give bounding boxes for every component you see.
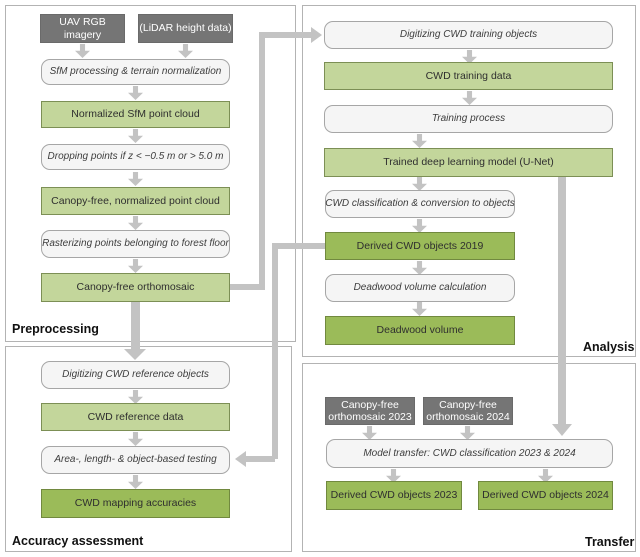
box-label: Training process bbox=[431, 113, 506, 125]
box-label: Trained deep learning model (U-Net) bbox=[383, 156, 554, 169]
box-trained-model: Trained deep learning model (U-Net) bbox=[324, 148, 613, 177]
box-rasterizing-points: Rasterizing points belonging to forest f… bbox=[41, 230, 230, 258]
box-derived-cwd-2024: Derived CWD objects 2024 bbox=[478, 481, 613, 510]
label-analysis: Analysis bbox=[583, 340, 635, 354]
panel-preprocessing bbox=[5, 5, 296, 342]
box-label: Digitizing CWD reference objects bbox=[62, 369, 209, 381]
connector-ortho-to-training bbox=[230, 284, 265, 290]
box-cwd-reference-data: CWD reference data bbox=[41, 403, 230, 431]
box-canopy-free-orthomosaic: Canopy-free orthomosaic bbox=[41, 273, 230, 302]
arrowhead-into-model-transfer bbox=[552, 424, 572, 436]
box-normalized-sfm-point-cloud: Normalized SfM point cloud bbox=[41, 101, 230, 128]
box-cwd-mapping-accuracies: CWD mapping accuracies bbox=[41, 489, 230, 518]
connector-derived2019-to-testing bbox=[246, 456, 275, 462]
box-label: SfM processing & terrain normalization bbox=[49, 66, 222, 78]
box-label: Digitizing CWD training objects bbox=[399, 29, 538, 41]
label-accuracy-assessment: Accuracy assessment bbox=[12, 534, 144, 548]
box-label: CWD classification & conversion to objec… bbox=[325, 198, 515, 210]
box-cwd-training-data: CWD training data bbox=[324, 62, 613, 90]
box-label: Derived CWD objects 2019 bbox=[356, 239, 484, 252]
connector-ortho-to-training-vertical bbox=[259, 32, 265, 290]
box-label: Model transfer: CWD classification 2023 … bbox=[363, 447, 576, 459]
box-label: Canopy-free orthomosaic 2023 bbox=[328, 398, 412, 423]
panel-accuracy-assessment bbox=[5, 346, 292, 552]
connector-derived2019-horizontal bbox=[275, 243, 325, 249]
arrowhead-into-digitizing-reference bbox=[124, 349, 146, 360]
connector-model-to-transfer bbox=[558, 177, 566, 424]
box-label: CWD training data bbox=[425, 69, 512, 82]
box-label: Normalized SfM point cloud bbox=[71, 108, 200, 121]
connector-ortho-to-reference bbox=[131, 302, 140, 349]
box-label: (LiDAR height data) bbox=[139, 22, 232, 35]
box-canopy-free-ortho-2023: Canopy-free orthomosaic 2023 bbox=[325, 397, 415, 425]
panel-analysis bbox=[302, 5, 636, 357]
box-label: UAV RGB imagery bbox=[59, 16, 106, 41]
box-deadwood-volume: Deadwood volume bbox=[325, 316, 515, 345]
box-canopy-free-ortho-2024: Canopy-free orthomosaic 2024 bbox=[423, 397, 513, 425]
box-derived-cwd-2023: Derived CWD objects 2023 bbox=[326, 481, 462, 510]
box-label: Rasterizing points belonging to forest f… bbox=[42, 238, 229, 250]
arrowhead-into-digitizing-training bbox=[311, 27, 322, 43]
box-deadwood-volume-calculation: Deadwood volume calculation bbox=[325, 274, 515, 302]
box-label: Deadwood volume calculation bbox=[353, 282, 487, 294]
connector-ortho-to-training-horizontal bbox=[259, 32, 312, 38]
box-derived-cwd-2019: Derived CWD objects 2019 bbox=[325, 232, 515, 260]
box-label: Canopy-free, normalized point cloud bbox=[51, 194, 220, 207]
box-label: Canopy-free orthomosaic 2024 bbox=[426, 398, 510, 423]
label-preprocessing: Preprocessing bbox=[12, 322, 99, 336]
box-uav-rgb-imagery: UAV RGB imagery bbox=[40, 14, 125, 43]
arrowhead-into-testing bbox=[235, 451, 246, 467]
box-label: Derived CWD objects 2023 bbox=[330, 489, 458, 502]
box-label: Dropping points if z < −0.5 m or > 5.0 m bbox=[47, 151, 224, 163]
box-dropping-points: Dropping points if z < −0.5 m or > 5.0 m bbox=[41, 144, 230, 170]
box-label: Area-, length- & object-based testing bbox=[54, 454, 217, 466]
box-canopy-free-point-cloud: Canopy-free, normalized point cloud bbox=[41, 187, 230, 215]
box-area-length-object-testing: Area-, length- & object-based testing bbox=[41, 446, 230, 474]
box-lidar-height-data: (LiDAR height data) bbox=[138, 14, 233, 43]
box-sfm-processing: SfM processing & terrain normalization bbox=[41, 59, 230, 85]
box-digitizing-cwd-training: Digitizing CWD training objects bbox=[324, 21, 613, 49]
box-label: CWD mapping accuracies bbox=[74, 497, 197, 510]
box-cwd-classification: CWD classification & conversion to objec… bbox=[325, 190, 515, 218]
box-training-process: Training process bbox=[324, 105, 613, 133]
box-label: Deadwood volume bbox=[376, 324, 464, 337]
connector-derived2019-vertical bbox=[272, 243, 278, 459]
box-model-transfer: Model transfer: CWD classification 2023 … bbox=[326, 439, 613, 468]
box-label: CWD reference data bbox=[87, 410, 184, 423]
label-transfer: Transfer bbox=[585, 535, 635, 549]
box-label: Canopy-free orthomosaic bbox=[76, 281, 195, 294]
box-digitizing-cwd-reference: Digitizing CWD reference objects bbox=[41, 361, 230, 389]
box-label: Derived CWD objects 2024 bbox=[482, 489, 609, 502]
panel-transfer bbox=[302, 363, 636, 552]
